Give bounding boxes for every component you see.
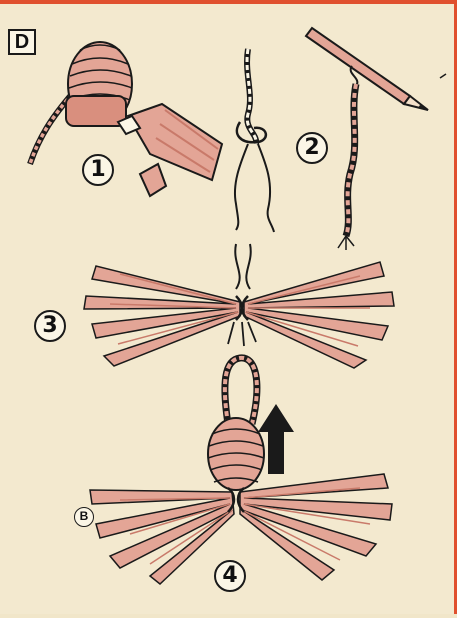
craft-illustration bbox=[0, 4, 457, 618]
tassel-right bbox=[240, 474, 392, 580]
strands-left bbox=[84, 266, 240, 366]
step-number-1: 1 bbox=[82, 154, 114, 186]
braid-drawing bbox=[235, 49, 274, 232]
step2-drawing bbox=[306, 28, 446, 250]
panel-letter: D bbox=[8, 29, 36, 55]
step-number-3: 3 bbox=[34, 310, 66, 342]
step1-drawing bbox=[30, 42, 222, 196]
tassel-left bbox=[90, 490, 234, 584]
strands-right bbox=[244, 262, 394, 368]
step3-drawing bbox=[84, 244, 394, 368]
step-number-2: 2 bbox=[296, 132, 328, 164]
step-number-4: 4 bbox=[214, 560, 246, 592]
glue-cap bbox=[140, 164, 166, 196]
label-b: B bbox=[74, 507, 94, 527]
step4-drawing bbox=[90, 358, 392, 584]
